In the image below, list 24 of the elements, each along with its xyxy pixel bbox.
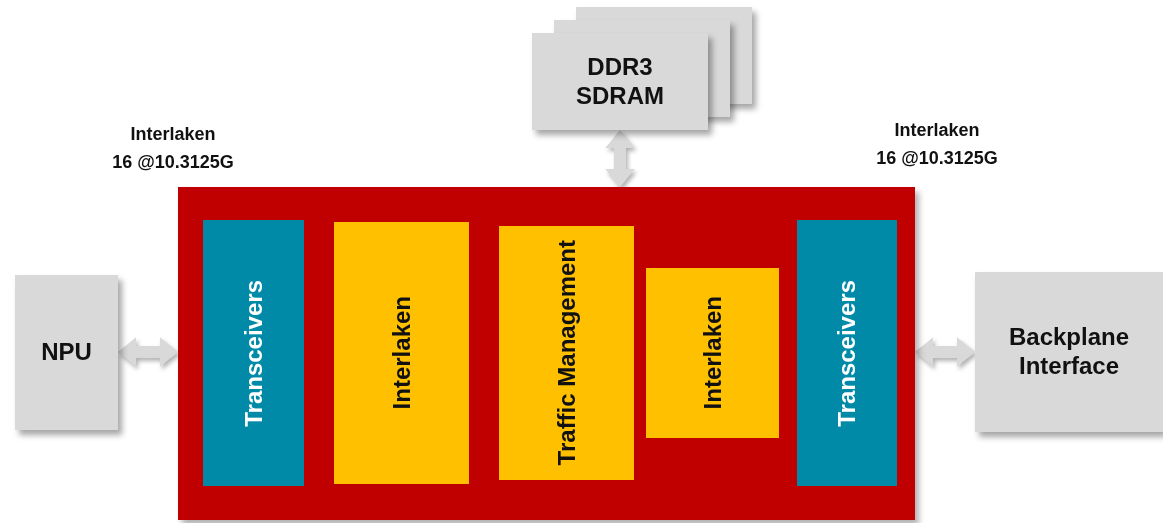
block-label: DDR3 SDRAM	[575, 52, 665, 111]
block-label: Transceivers	[239, 279, 268, 427]
logic-block	[334, 222, 469, 484]
block-label: Backplane Interface	[1007, 323, 1131, 381]
block-box	[975, 272, 1163, 432]
interface-label: 16 @10.3125G	[876, 148, 998, 169]
double-arrow	[915, 337, 975, 367]
transceiver-block	[797, 220, 897, 486]
logic-block	[499, 226, 634, 480]
block-label: NPU	[41, 338, 92, 367]
block-label: Transceivers	[833, 279, 861, 427]
interface-label: Interlaken	[130, 124, 216, 145]
block-label: Traffic Management	[552, 240, 581, 466]
double-arrow	[605, 130, 635, 187]
block-box	[15, 275, 118, 430]
chip-box	[178, 187, 915, 520]
logic-block	[646, 268, 779, 438]
block-box	[532, 33, 708, 130]
interface-label: Interlaken	[894, 120, 980, 141]
double-arrow	[118, 337, 178, 367]
transceiver-block	[203, 220, 304, 486]
block-label: Interlaken	[698, 296, 727, 410]
interface-label: 16 @10.3125G	[112, 152, 234, 173]
block-label: Interlaken	[387, 296, 416, 410]
